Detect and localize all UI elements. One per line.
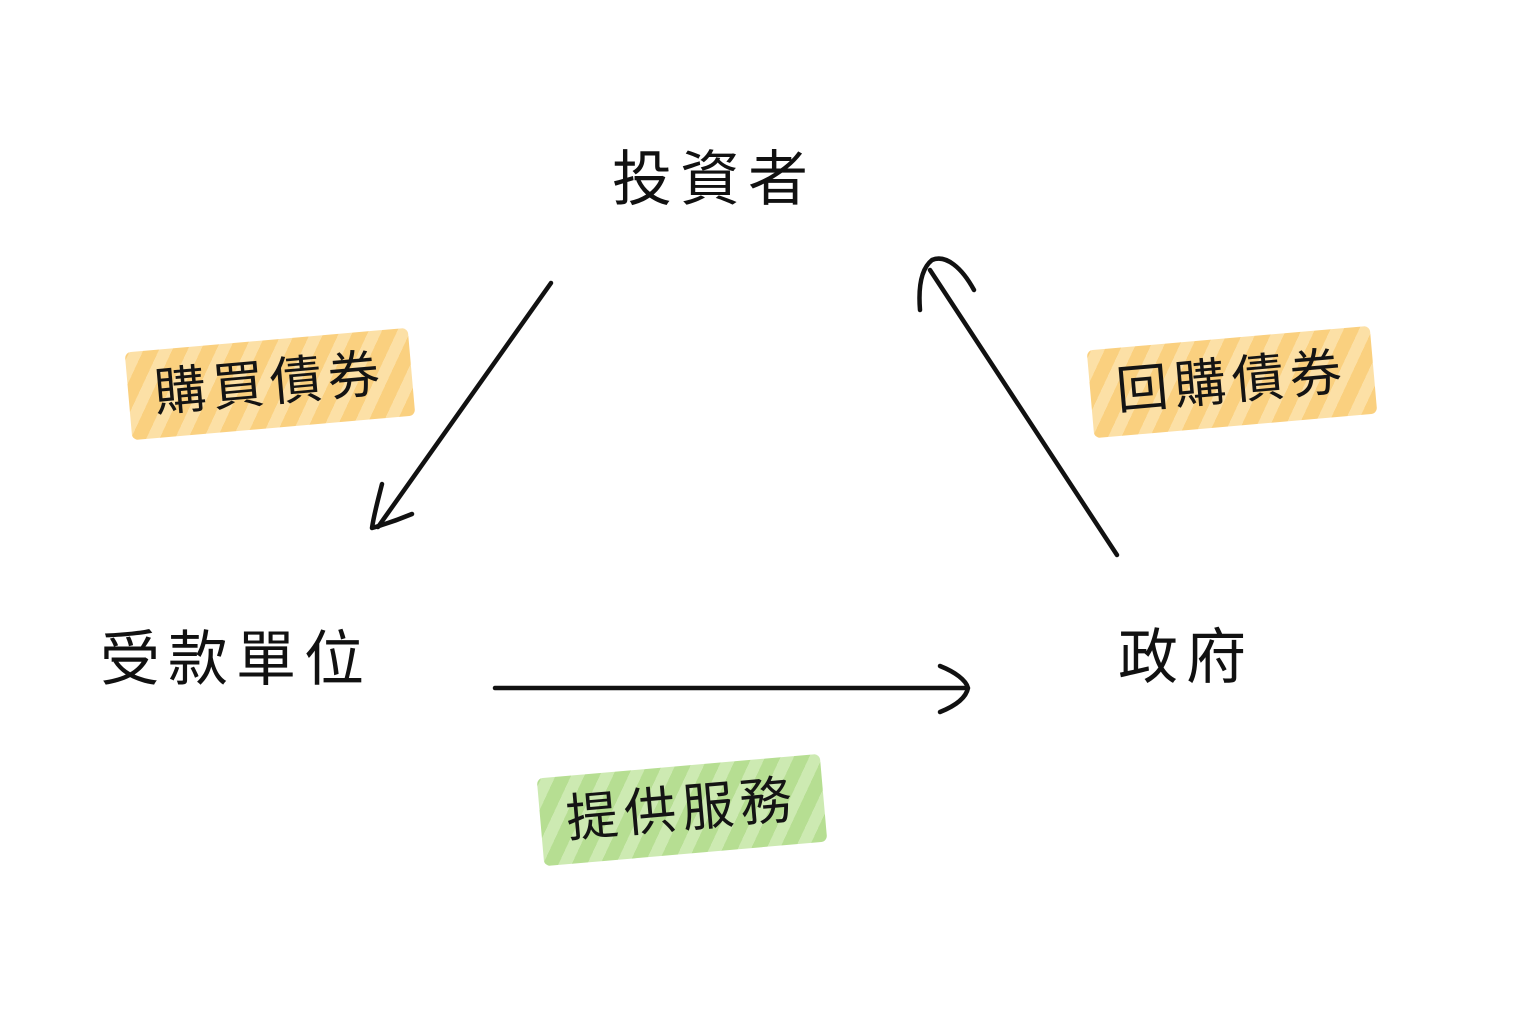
node-government: 政府 bbox=[1118, 623, 1254, 693]
node-investor: 投資者 bbox=[612, 145, 816, 215]
arrow-borrower-to-government bbox=[492, 663, 971, 715]
arrow-government-to-investor bbox=[917, 256, 1120, 558]
arrow-investor-to-borrower bbox=[369, 280, 554, 531]
node-borrower: 受款單位 bbox=[100, 625, 372, 695]
